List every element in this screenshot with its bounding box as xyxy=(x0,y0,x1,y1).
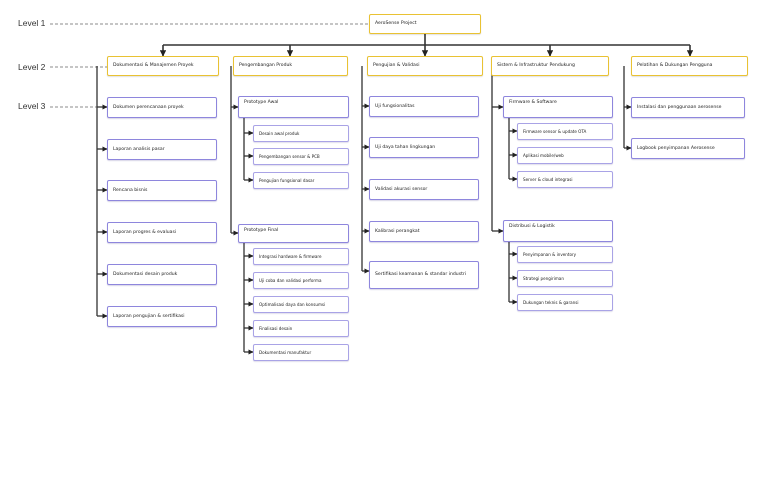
branch-title: Dokumentasi & Manajemen Proyek xyxy=(113,63,194,69)
task-label: Uji fungsionalitas xyxy=(375,103,415,109)
task-node: Rencana bisnis xyxy=(107,180,217,201)
task-node: Logbook penyimpanan Aerosense xyxy=(631,138,745,159)
branch-node-pengujian: Pengujian & Validasi xyxy=(367,56,483,76)
branch-title: Pengembangan Produk xyxy=(239,63,293,69)
branch-node-sistem: Sistem & Infrastruktur Pendukung xyxy=(491,56,609,76)
task-node: Laporan pengujian & sertifikasi xyxy=(107,306,217,327)
subtask-label: Uji coba dan validasi performa xyxy=(259,277,322,283)
task-node: Uji daya tahan lingkungan xyxy=(369,137,479,158)
subtask-label: Dukungan teknis & garansi xyxy=(523,299,579,305)
branch-title: Sistem & Infrastruktur Pendukung xyxy=(497,63,575,69)
subgroup-node: Prototype Awal xyxy=(238,96,349,118)
branch-node-pelatihan: Pelatihan & Dukungan Pengguna xyxy=(631,56,748,76)
subtask-node: Dokumentasi manufaktur xyxy=(253,344,349,361)
subtask-label: Server & cloud integrasi xyxy=(523,176,573,182)
subtask-node: Firmware sensor & update OTA xyxy=(517,123,613,140)
level-1-label: Level 1 xyxy=(18,18,46,28)
task-label: Dokumen perencanaan proyek xyxy=(113,104,184,110)
subtask-label: Optimalisasi daya dan konsumsi xyxy=(259,301,326,307)
subgroup-node: Prototype Final xyxy=(238,224,349,243)
task-node: Validasi akurasi sensor xyxy=(369,179,479,200)
subgroup-label: Distribusi & Logistik xyxy=(509,224,555,229)
task-node: Laporan analisis pasar xyxy=(107,139,217,160)
task-label: Laporan progres & evaluasi xyxy=(113,229,177,235)
task-node: Laporan progres & evaluasi xyxy=(107,222,217,243)
subtask-node: Finalisasi desain xyxy=(253,320,349,337)
task-label: Kalibrasi perangkat xyxy=(375,228,420,234)
subgroup-node: Distribusi & Logistik xyxy=(503,220,613,242)
subtask-node: Server & cloud integrasi xyxy=(517,171,613,188)
level-3-label: Level 3 xyxy=(18,101,46,111)
task-label: Dokumentasi desain produk xyxy=(113,271,178,277)
subgroup-label: Prototype Awal xyxy=(244,100,279,105)
root-node-label: AeroSense Project xyxy=(375,21,417,27)
task-node: Sertifikasi keamanan & standar industri xyxy=(369,261,479,289)
subtask-node: Optimalisasi daya dan konsumsi xyxy=(253,296,349,313)
branch-node-pengembangan: Pengembangan Produk xyxy=(233,56,348,76)
task-label: Laporan pengujian & sertifikasi xyxy=(113,313,185,319)
task-label: Instalasi dan penggunaan aerosense xyxy=(637,104,722,110)
subtask-label: Strategi pengiriman xyxy=(523,275,564,281)
task-label: Rencana bisnis xyxy=(113,187,148,193)
subtask-node: Dukungan teknis & garansi xyxy=(517,294,613,311)
subtask-node: Strategi pengiriman xyxy=(517,270,613,287)
subtask-node: Desain awal produk xyxy=(253,125,349,142)
subtask-label: Pengujian fungsional dasar xyxy=(259,177,315,183)
subtask-label: Desain awal produk xyxy=(259,130,300,136)
branch-title: Pengujian & Validasi xyxy=(373,63,420,69)
subgroup-label: Prototype Final xyxy=(244,228,279,233)
branch-title: Pelatihan & Dukungan Pengguna xyxy=(637,63,713,69)
subtask-label: Penyimpanan & inventory xyxy=(523,251,577,257)
task-node: Dokumen perencanaan proyek xyxy=(107,97,217,118)
task-label: Uji daya tahan lingkungan xyxy=(375,144,436,150)
subtask-label: Dokumentasi manufaktur xyxy=(259,349,312,355)
task-node: Uji fungsionalitas xyxy=(369,96,479,117)
task-label: Validasi akurasi sensor xyxy=(375,186,428,192)
subtask-node: Aplikasi mobile/web xyxy=(517,147,613,164)
subtask-node: Pengujian fungsional dasar xyxy=(253,172,349,189)
subgroup-label: Firmware & Software xyxy=(509,100,557,105)
task-label: Sertifikasi keamanan & standar industri xyxy=(375,272,467,278)
subgroup-node: Firmware & Software xyxy=(503,96,613,118)
subtask-node: Penyimpanan & inventory xyxy=(517,246,613,263)
subtask-label: Aplikasi mobile/web xyxy=(523,152,564,158)
task-label: Laporan analisis pasar xyxy=(113,146,165,152)
task-node: Kalibrasi perangkat xyxy=(369,221,479,242)
subtask-label: Finalisasi desain xyxy=(259,325,293,331)
task-node: Dokumentasi desain produk xyxy=(107,264,217,285)
subtask-node: Pengembangan sensor & PCB xyxy=(253,148,349,165)
subtask-label: Pengembangan sensor & PCB xyxy=(259,153,320,159)
subtask-label: Integrasi hardware & firmware xyxy=(259,253,322,259)
branch-node-dokumentasi: Dokumentasi & Manajemen Proyek xyxy=(107,56,219,76)
subtask-node: Integrasi hardware & firmware xyxy=(253,248,349,265)
subtask-node: Uji coba dan validasi performa xyxy=(253,272,349,289)
subtask-label: Firmware sensor & update OTA xyxy=(523,128,587,134)
task-label: Logbook penyimpanan Aerosense xyxy=(637,145,715,151)
level-2-label: Level 2 xyxy=(18,62,46,72)
task-node: Instalasi dan penggunaan aerosense xyxy=(631,97,745,118)
root-node: AeroSense Project xyxy=(369,14,481,34)
